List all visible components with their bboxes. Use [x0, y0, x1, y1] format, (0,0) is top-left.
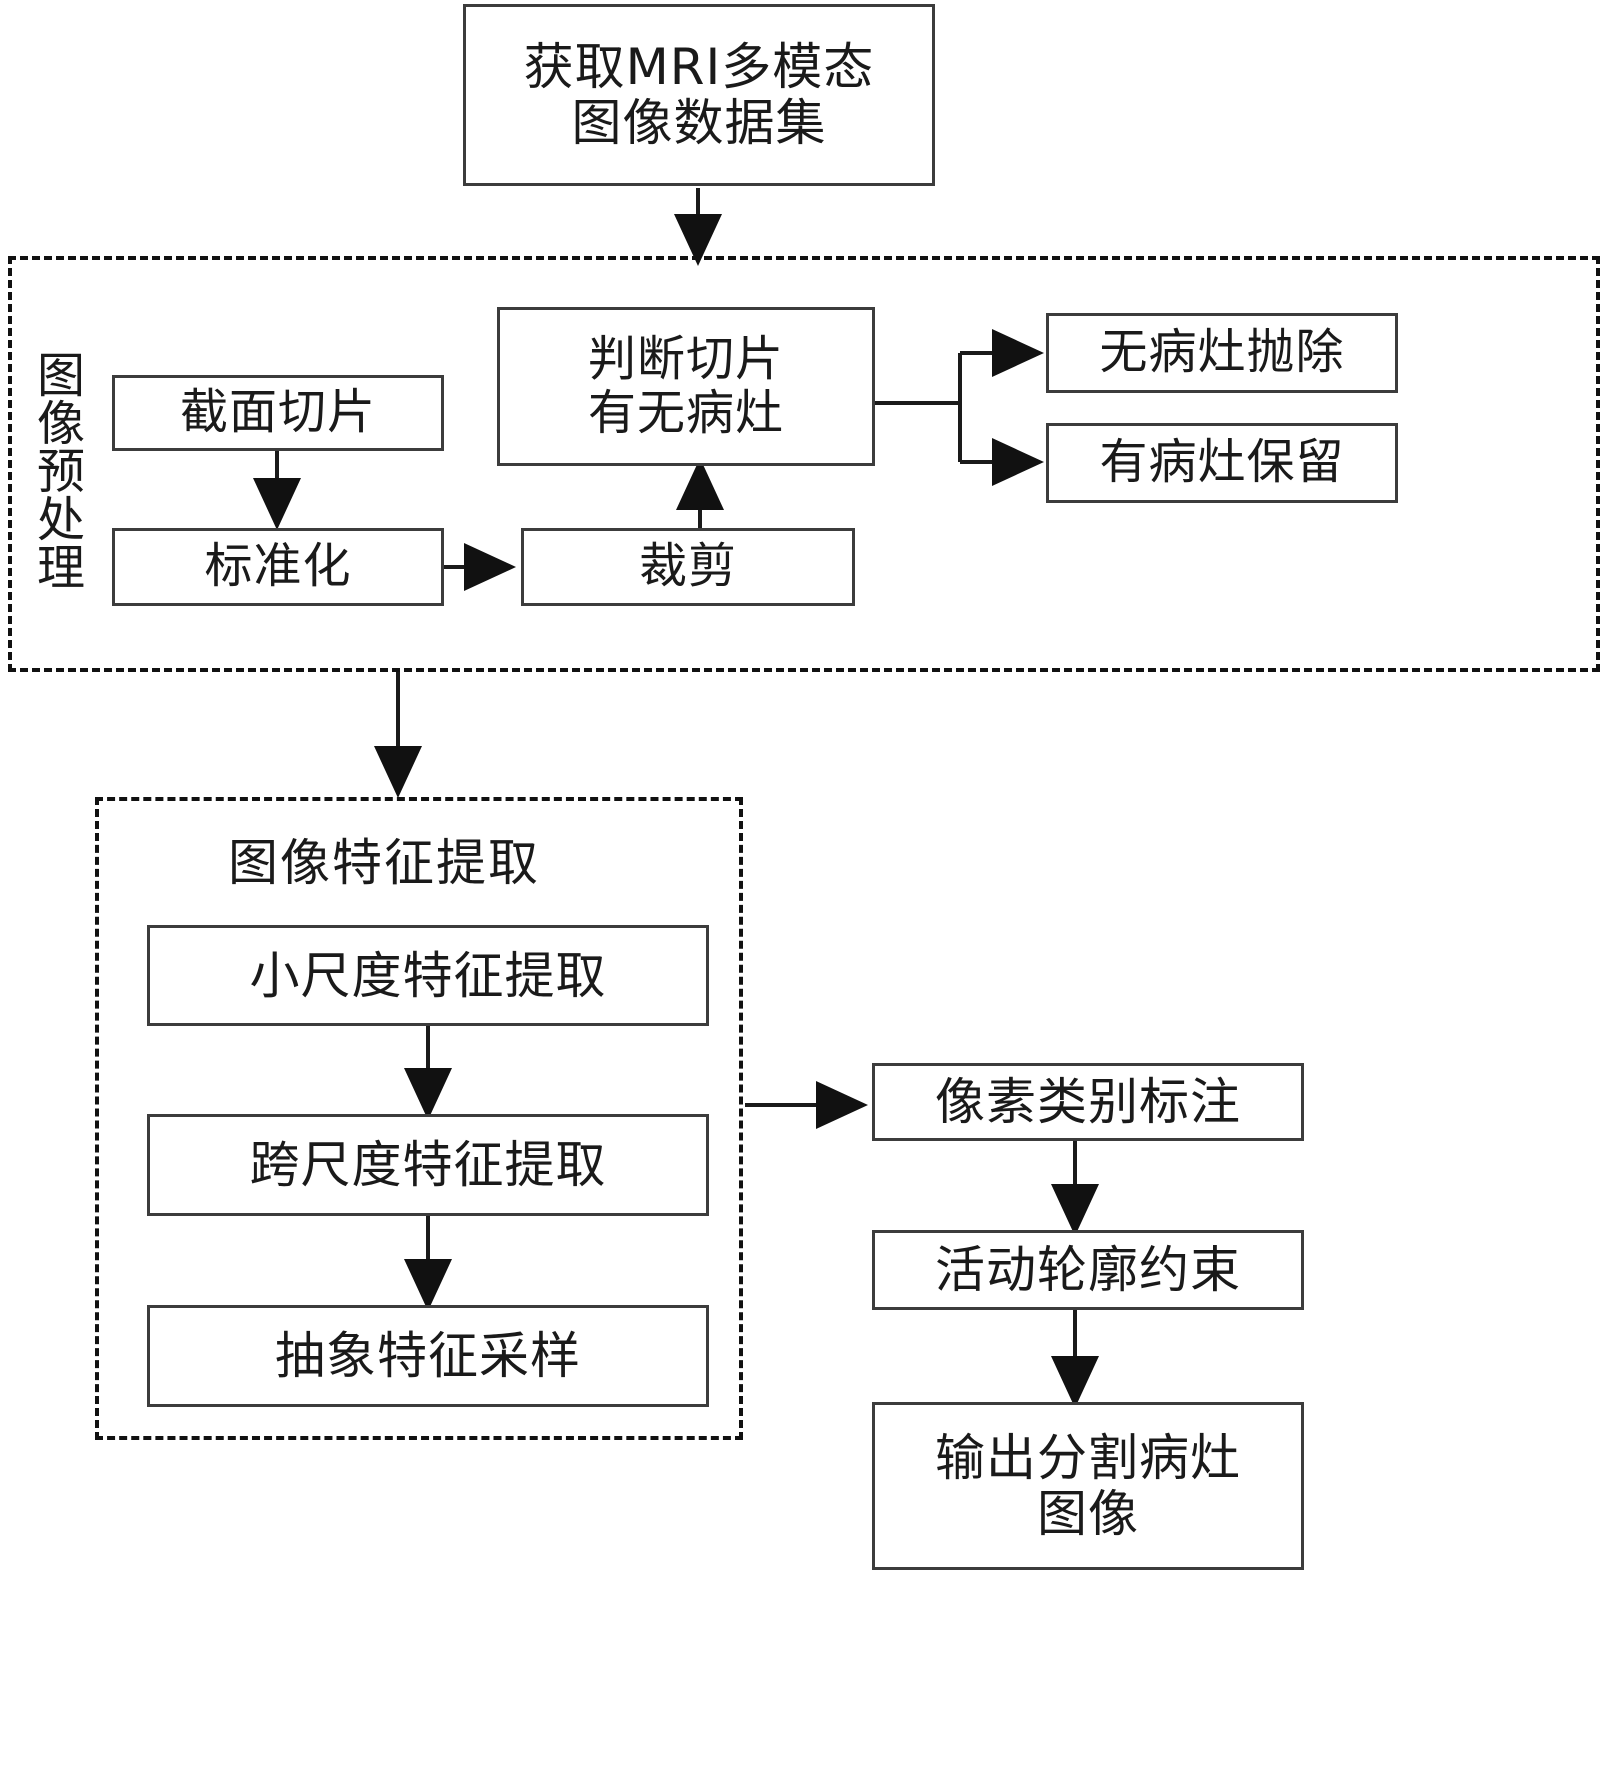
node-small-scale-feature-label: 小尺度特征提取 — [249, 946, 607, 1005]
node-output-line2: 图像 — [1037, 1485, 1139, 1543]
node-dataset-line2: 图像数据集 — [571, 94, 827, 152]
node-discard-no-lesion-label: 无病灶抛除 — [1099, 324, 1345, 381]
preprocess-label-char-1: 像 — [36, 396, 85, 452]
node-pixel-class-labeling[interactable]: 像素类别标注 — [872, 1063, 1304, 1141]
node-dataset-line1: 获取MRI多模态 — [523, 38, 875, 96]
node-judge-lesion-line2: 有无病灶 — [587, 384, 784, 441]
node-abstract-feature-sampling-label: 抽象特征采样 — [275, 1327, 581, 1385]
node-cross-scale-feature[interactable]: 跨尺度特征提取 — [147, 1114, 709, 1216]
node-cross-scale-feature-label: 跨尺度特征提取 — [249, 1136, 607, 1194]
preprocess-label-char-2: 预 — [36, 444, 85, 500]
node-keep-with-lesion[interactable]: 有病灶保留 — [1046, 423, 1398, 503]
node-normalization[interactable]: 标准化 — [112, 528, 444, 606]
node-dataset[interactable]: 获取MRI多模态 图像数据集 — [463, 4, 935, 186]
group-image-preprocessing — [8, 256, 1600, 672]
node-output-line1: 输出分割病灶 — [935, 1429, 1241, 1487]
node-normalization-label: 标准化 — [204, 538, 352, 595]
group-image-preprocessing-label: 图 像 预 处 理 — [30, 352, 92, 592]
node-judge-lesion[interactable]: 判断切片 有无病灶 — [497, 307, 875, 466]
node-cross-section-slice[interactable]: 截面切片 — [112, 375, 444, 451]
node-abstract-feature-sampling[interactable]: 抽象特征采样 — [147, 1305, 709, 1407]
group-feature-extraction — [95, 797, 743, 1440]
node-discard-no-lesion[interactable]: 无病灶抛除 — [1046, 313, 1398, 393]
node-crop-label: 裁剪 — [638, 538, 737, 595]
preprocess-label-char-3: 处 — [36, 492, 85, 548]
node-pixel-class-labeling-label: 像素类别标注 — [935, 1073, 1241, 1131]
node-small-scale-feature[interactable]: 小尺度特征提取 — [147, 925, 709, 1026]
preprocess-label-char-4: 理 — [36, 540, 85, 596]
node-active-contour-constraint[interactable]: 活动轮廓约束 — [872, 1230, 1304, 1310]
node-output-segmented-lesion-image[interactable]: 输出分割病灶 图像 — [872, 1402, 1304, 1570]
group-feature-extraction-title: 图像特征提取 — [228, 834, 540, 892]
node-crop[interactable]: 裁剪 — [521, 528, 855, 606]
node-active-contour-constraint-label: 活动轮廓约束 — [935, 1241, 1241, 1299]
node-cross-section-slice-label: 截面切片 — [179, 384, 376, 441]
node-keep-with-lesion-label: 有病灶保留 — [1099, 434, 1345, 491]
node-judge-lesion-line1: 判断切片 — [587, 330, 784, 387]
preprocess-label-char-0: 图 — [36, 348, 85, 404]
